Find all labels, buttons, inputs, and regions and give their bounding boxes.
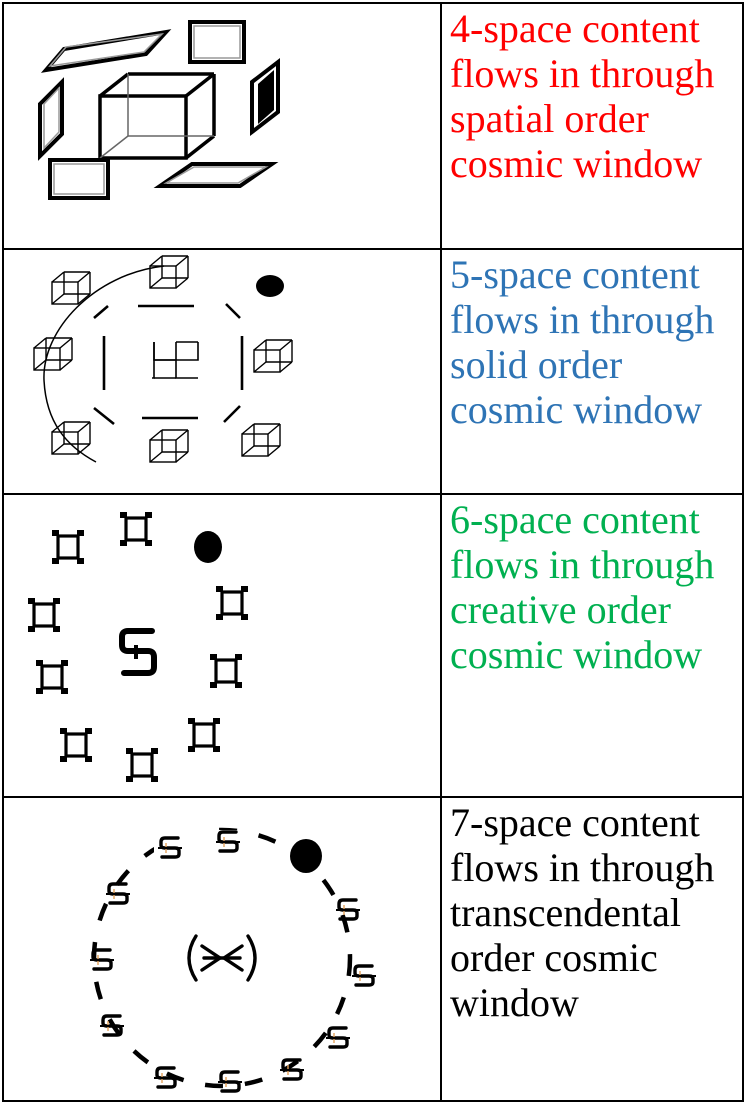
table-row: 7-space content flows in through transce… xyxy=(2,796,744,1102)
row-1-caption: 4-space content flows in through spatial… xyxy=(450,6,715,186)
row-2-caption: 5-space content flows in through solid o… xyxy=(450,252,715,432)
table-row: 5-space content flows in through solid o… xyxy=(2,248,744,495)
figure-cell xyxy=(2,493,442,798)
transcendental-order-window-diagram xyxy=(88,827,378,1093)
figure-cell xyxy=(2,2,442,250)
table-row: 4-space content flows in through spatial… xyxy=(2,2,744,250)
text-cell: 7-space content flows in through transce… xyxy=(440,796,744,1102)
row-3-caption: 6-space content flows in through creativ… xyxy=(450,497,715,677)
table-row: 6-space content flows in through creativ… xyxy=(2,493,744,798)
figure-cell xyxy=(2,248,442,495)
solid-order-window-diagram xyxy=(33,255,293,463)
text-cell: 5-space content flows in through solid o… xyxy=(440,248,744,495)
spatial-order-window-diagram xyxy=(38,20,280,200)
creative-order-window-diagram xyxy=(26,510,250,784)
row-4-caption: 7-space content flows in through transce… xyxy=(450,800,715,1025)
text-cell: 4-space content flows in through spatial… xyxy=(440,2,744,250)
text-cell: 6-space content flows in through creativ… xyxy=(440,493,744,798)
figure-cell xyxy=(2,796,442,1102)
